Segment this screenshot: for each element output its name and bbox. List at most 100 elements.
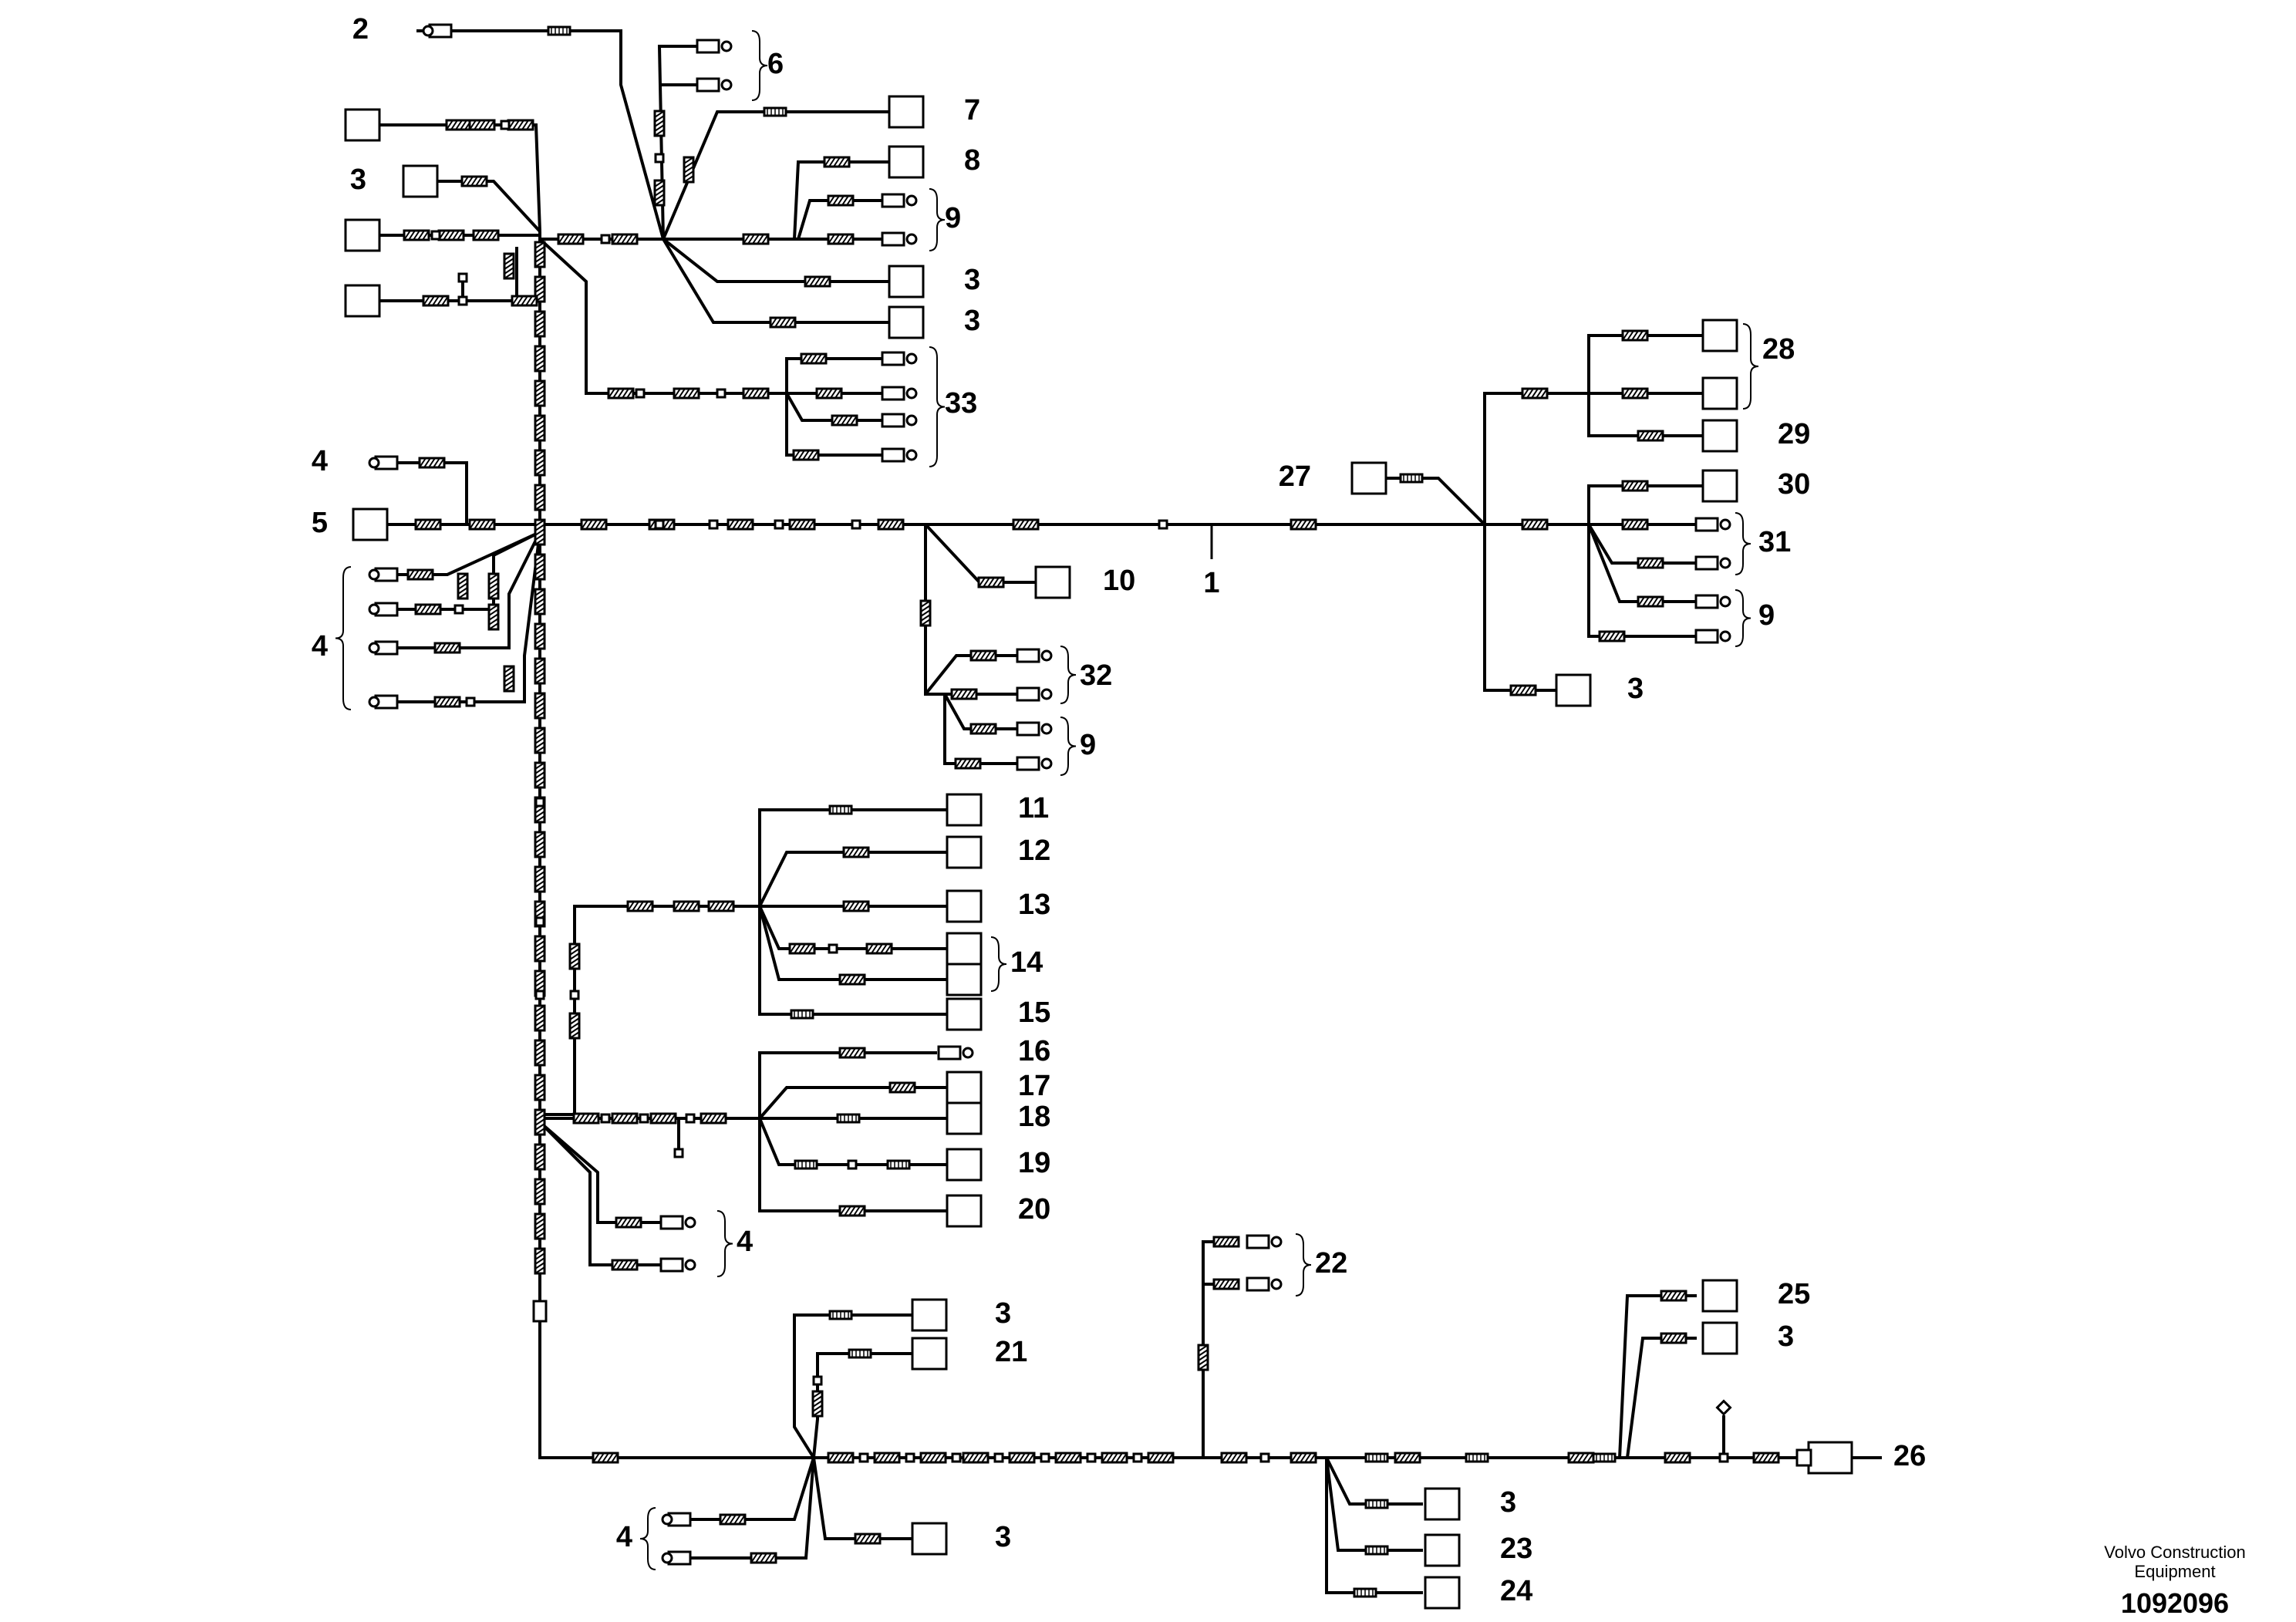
ring-terminal [368,455,399,470]
wire-protection-sleeve [580,518,608,531]
wire-protection-sleeve [611,1112,639,1125]
wire-protection-sleeve [534,622,546,650]
connector-box [1701,1279,1738,1313]
wire-protection-sleeve [468,518,496,531]
document-number: 1092096 [2120,1587,2230,1619]
wire-protection-sleeve [1147,1452,1175,1464]
wire-protection-sleeve [534,588,546,615]
group-brace [335,566,352,710]
wire-protection-sleeve [700,1112,727,1125]
wire-segment [1483,524,1558,692]
tape-wrap [794,1159,818,1170]
wire-protection-sleeve [1660,1332,1687,1344]
splice [534,990,545,1000]
wire-protection-sleeve [568,1012,581,1040]
wire-protection-sleeve [534,518,546,546]
wire-protection-sleeve [1012,518,1040,531]
ring-terminal [1694,517,1731,532]
splice [639,1113,649,1124]
wire-protection-sleeve [877,518,905,531]
wire-protection-sleeve [534,1143,546,1171]
wire-segment [793,1313,922,1459]
connector-box [888,145,925,179]
wire-protection-sleeve [511,295,538,307]
wire-segment [662,238,906,283]
wire-protection-sleeve [534,865,546,893]
splice [905,1452,915,1463]
splice [1040,1452,1050,1463]
wire-segment [1587,523,1697,565]
wire-protection-sleeve [534,241,546,268]
callout-number: 9 [1758,599,1775,632]
group-brace [1295,1233,1312,1297]
ring-terminal [422,23,453,39]
ring-terminal [881,193,918,208]
wire-protection-sleeve [1394,1452,1421,1464]
wire-protection-sleeve [1752,1452,1780,1464]
splice [951,1452,962,1463]
callout-number: 28 [1762,333,1795,366]
wire-protection-sleeve [534,1108,546,1136]
ring-terminal [881,447,918,463]
connector-box [946,889,983,923]
splice [993,1452,1004,1463]
wire-segment [1587,393,1712,437]
callout-number: 3 [1778,1320,1794,1353]
wire-protection-sleeve [1598,630,1626,642]
splice [654,153,665,164]
splice [654,519,665,530]
callout-number: 14 [1010,946,1043,979]
group-brace [1735,589,1752,647]
splice [708,519,719,530]
tape-wrap [1364,1499,1389,1509]
wire-protection-sleeve [838,1047,866,1059]
ring-terminal [368,567,399,582]
wire-protection-sleeve [1212,1236,1240,1248]
connector-box [946,1101,983,1135]
wire-protection-sleeve [592,1452,619,1464]
wire-segment [389,531,541,703]
wire-protection-sleeve [811,1390,824,1418]
wire-segment [924,524,1018,696]
callout-number: 9 [1080,729,1096,761]
connector-box [344,218,381,252]
group-brace [751,30,768,101]
wire-protection-sleeve [418,457,446,469]
callout-number: 3 [1627,673,1644,705]
callout-number: 30 [1778,468,1810,501]
group-brace [716,1210,733,1277]
wire-protection-sleeve [788,943,816,955]
wire-protection-sleeve [534,379,546,407]
wire-protection-sleeve [615,1216,642,1229]
callout-number: 26 [1893,1440,1926,1472]
connector-box [1424,1487,1461,1521]
wire-segment [1369,477,1486,526]
connector-box [1701,376,1738,410]
wire-segment [812,1457,922,1540]
callout-number: 5 [312,507,328,539]
wire-protection-sleeve [445,119,473,131]
splice [600,234,611,244]
wire-protection-sleeve [1660,1290,1687,1302]
tape-wrap [547,25,571,36]
wire-protection-sleeve [1621,387,1649,400]
wire-protection-sleeve [507,119,534,131]
connector-box [1701,469,1738,503]
callout-number: 21 [995,1336,1027,1368]
wire-segment [785,393,883,457]
tape-wrap [836,1113,861,1124]
sensor-marker [1715,1399,1732,1416]
splice [1718,1452,1729,1463]
wire-protection-sleeve [534,1074,546,1101]
wire-protection-sleeve [1637,430,1664,442]
wire-protection-sleeve [534,1004,546,1032]
group-brace [929,346,946,467]
callout-number: 1 [1203,567,1219,599]
callout-number: 13 [1018,889,1050,921]
wire-protection-sleeve [954,757,982,770]
callout-number: 12 [1018,835,1050,867]
splice [774,519,784,530]
wire-segment [538,238,794,395]
ring-terminal [368,694,399,710]
callout-number: 29 [1778,418,1810,450]
